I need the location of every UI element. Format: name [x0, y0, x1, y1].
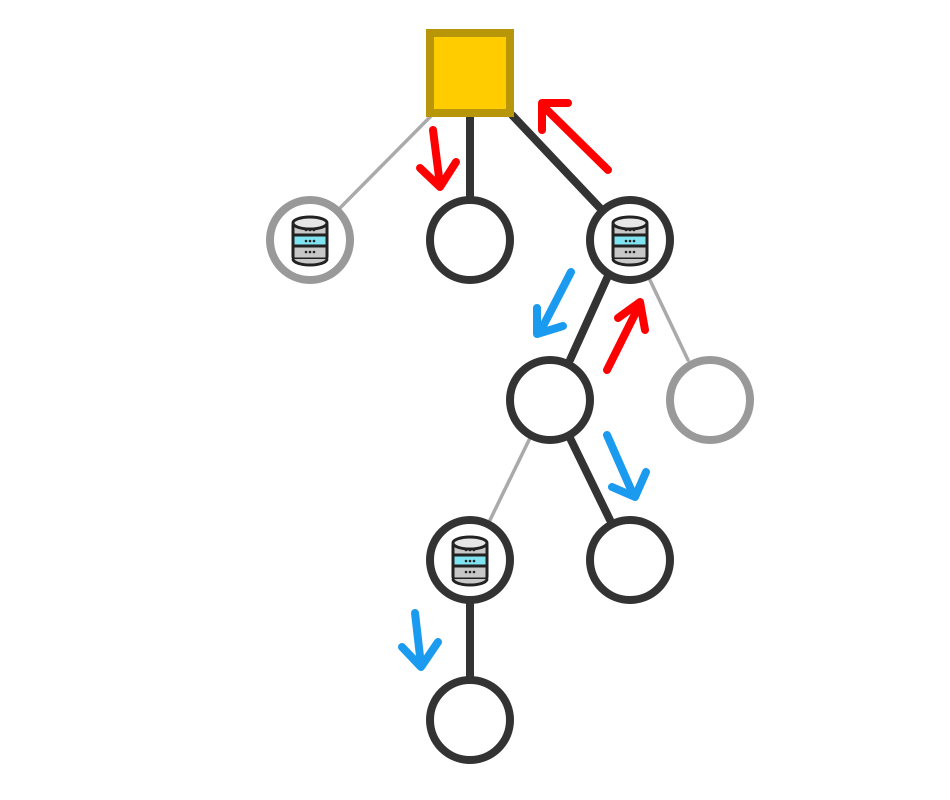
tree-node-bottom — [426, 676, 514, 764]
edge-root-to-db-left — [338, 113, 434, 210]
edge-middle-to-node-lower-right — [566, 434, 614, 524]
blue-arrow-down-to-bottom — [398, 609, 442, 671]
blue-arrow-down-to-lower-right — [603, 431, 650, 501]
blue-arrow-down-to-middle — [533, 268, 575, 338]
edge-root-to-db-right — [508, 111, 604, 212]
tree-node-faint-right — [666, 356, 754, 444]
edge-middle-to-db-lower — [488, 436, 532, 522]
database-icon — [611, 215, 649, 267]
root-node — [426, 29, 514, 117]
edge-db-right-to-faint-right — [646, 274, 690, 362]
database-icon — [291, 215, 329, 267]
tree-node-lower-right — [586, 516, 674, 604]
red-arrow-up-to-db-right — [603, 298, 649, 374]
database-node-lower — [426, 516, 514, 604]
tree-node-middle — [506, 356, 594, 444]
database-icon — [451, 535, 489, 587]
edge-db-right-to-middle — [566, 272, 612, 364]
database-node-left — [266, 196, 354, 284]
database-node-right — [586, 196, 674, 284]
red-arrow-down-root — [416, 126, 460, 191]
red-arrow-up-to-root — [538, 99, 612, 174]
tree-node-center — [426, 196, 514, 284]
